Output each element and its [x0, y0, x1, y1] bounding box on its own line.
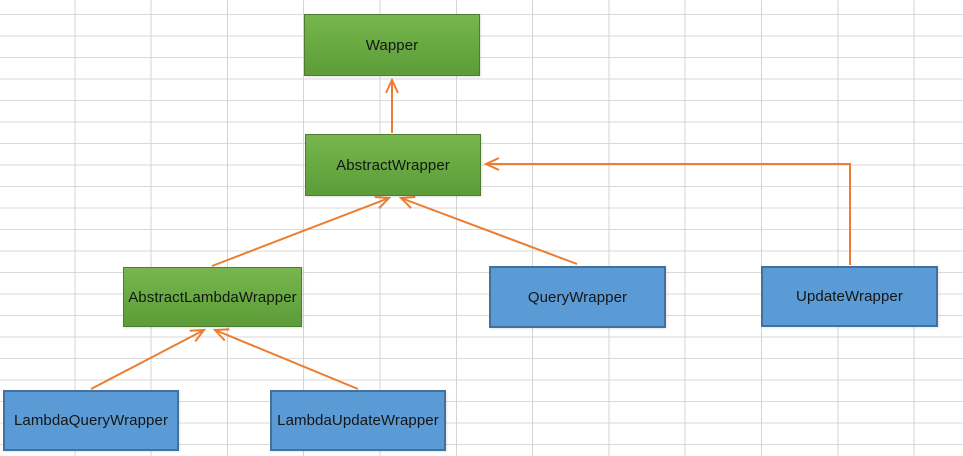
- node-lambda-query-wrapper[interactable]: LambdaQueryWrapper: [3, 390, 179, 451]
- node-abstract-lambda-wrapper[interactable]: AbstractLambdaWrapper: [123, 267, 302, 327]
- node-query-wrapper-label: QueryWrapper: [527, 288, 628, 306]
- node-lambda-query-wrapper-label: LambdaQueryWrapper: [13, 412, 169, 429]
- edge-querywrapper-to-abstractwrapper[interactable]: [398, 195, 578, 265]
- node-query-wrapper[interactable]: QueryWrapper: [489, 266, 666, 328]
- node-update-wrapper-label: UpdateWrapper: [796, 288, 903, 305]
- node-abstract-wrapper-label: AbstractWrapper: [336, 156, 450, 174]
- edge-updatewrapper-to-abstractwrapper[interactable]: [483, 157, 851, 265]
- node-lambda-update-wrapper-label: LambdaUpdateWrapper: [277, 412, 439, 429]
- edge-lambdaupdatewrapper-to-abstractlambdawrapper[interactable]: [212, 328, 359, 390]
- node-lambda-update-wrapper[interactable]: LambdaUpdateWrapper: [270, 390, 446, 451]
- node-abstract-lambda-wrapper-label: AbstractLambdaWrapper: [128, 288, 297, 306]
- edge-abstractlambdawrapper-to-abstractwrapper[interactable]: [211, 196, 392, 267]
- node-update-wrapper[interactable]: UpdateWrapper: [761, 266, 938, 327]
- node-abstract-wrapper[interactable]: AbstractWrapper: [305, 134, 481, 196]
- edge-lambdaquerywrapper-to-abstractlambdawrapper[interactable]: [90, 328, 207, 390]
- node-wapper-label: Wapper: [365, 36, 419, 54]
- node-wapper[interactable]: Wapper: [304, 14, 480, 76]
